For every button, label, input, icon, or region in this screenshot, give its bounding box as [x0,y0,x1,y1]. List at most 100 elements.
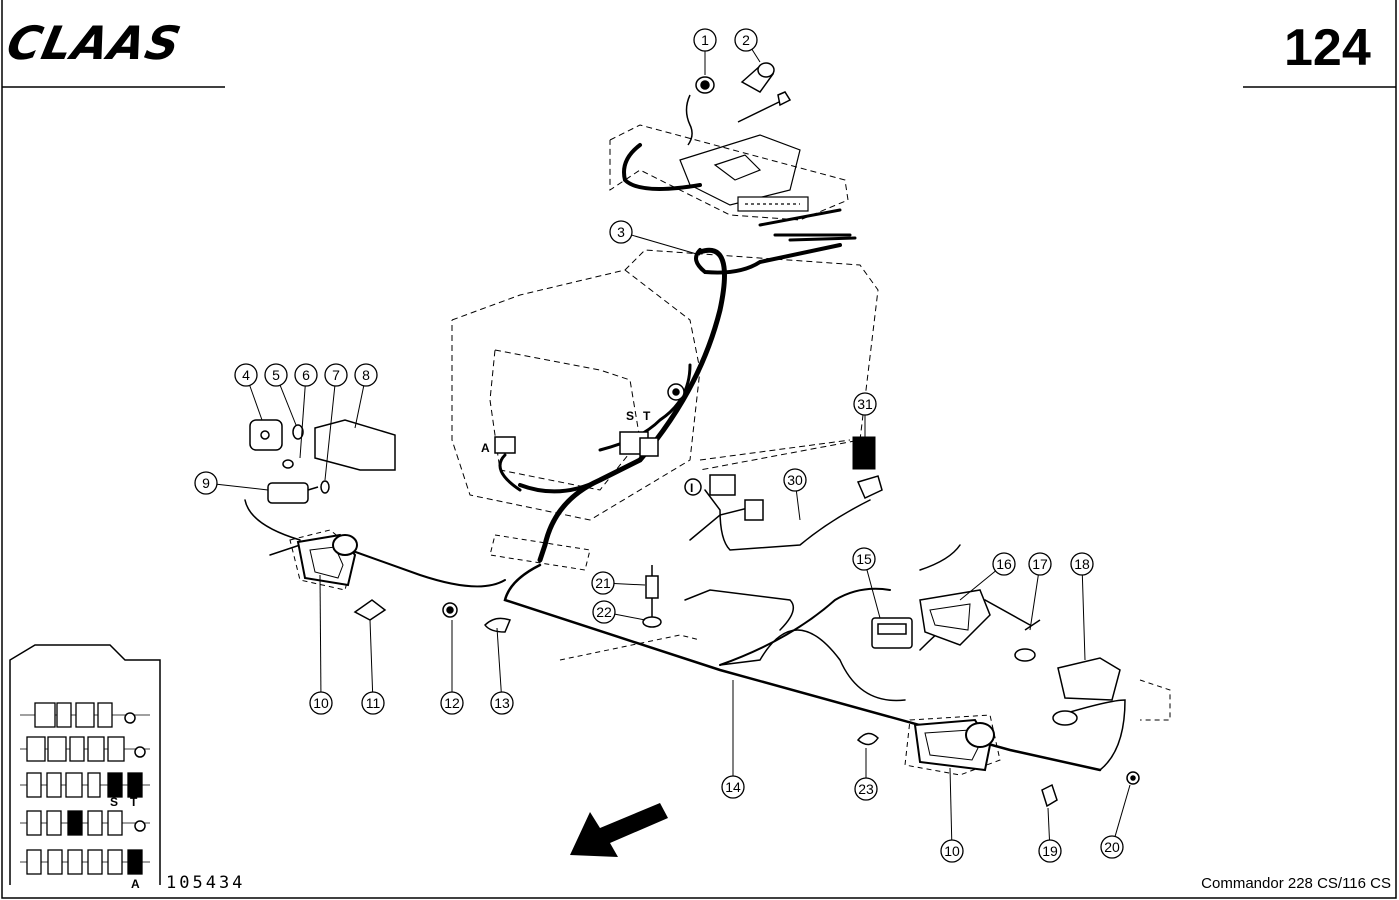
fuse-box-screw [134,746,146,758]
callout-23: 23 [854,748,878,801]
callout-circle [324,363,348,387]
small-parts-row [353,599,512,633]
connector-label-a: A [481,441,490,455]
callout-circle [309,691,333,715]
callout-leader [369,619,374,693]
callout-circle [721,775,745,799]
callout-number: 2 [742,32,750,48]
callout-number: 21 [595,575,611,591]
callout-leader [216,483,269,491]
callout-circle [361,691,385,715]
callout-leader [1047,807,1050,841]
callout-circle [853,392,877,416]
callout-13: 13 [490,627,514,715]
callout-leader [354,385,365,429]
callout-circle [1100,835,1124,859]
callout-number: 13 [494,695,510,711]
callout-10: 10 [940,767,964,863]
fuse-box-screw [134,820,146,832]
callout-11: 11 [361,619,385,715]
fuse [107,736,125,762]
callout-leader [613,583,646,586]
inline-letter-labels: S T A I [481,409,702,496]
callout-number: 22 [596,604,612,620]
fuse [127,849,143,875]
callout-number: 9 [202,475,210,491]
fuse [34,702,56,728]
callout-number: 17 [1032,556,1048,572]
callout-number: 7 [332,367,340,383]
callout-leader [631,234,701,256]
callout-circle [609,220,633,244]
fuse [67,810,83,836]
callout-circle [440,691,464,715]
callout-number: 3 [617,224,625,240]
fuse-label-a: A [131,877,140,891]
fuse [47,736,67,762]
connector-label-i-ring [684,478,702,496]
callout-leader [299,385,306,459]
fuse-box-screw [124,712,136,724]
callout-number: 30 [787,472,803,488]
callout-circle [734,28,758,52]
switch-2-body [737,62,792,123]
fuse [69,736,85,762]
fuse [56,702,72,728]
callout-leader [249,385,263,421]
callout-leader [614,613,646,621]
cab-console-outline [451,124,879,521]
callout-6: 6 [294,363,318,459]
shift-panel [679,134,809,212]
callout-leader [1029,574,1039,631]
callout-leader [496,627,502,693]
parts-cluster-left [249,419,396,504]
fuse [75,702,95,728]
callout-leader [959,570,996,601]
fuse [26,736,46,762]
callout-circle [194,471,218,495]
connector-label-t: T [643,409,651,423]
callout-8: 8 [354,363,378,429]
callout-20: 20 [1100,784,1131,859]
fuse [67,849,83,875]
callout-number: 5 [272,367,280,383]
callout-1: 1 [693,28,717,75]
callout-circle [234,363,258,387]
callout-21: 21 [591,571,646,595]
callout-circle [1028,552,1052,576]
callout-leader [866,569,881,619]
callout-number: 11 [366,695,381,711]
fuse [107,849,123,875]
fuse-label-t: T [130,795,138,809]
fuse [46,772,62,798]
callout-number: 19 [1042,843,1058,859]
callout-30: 30 [783,468,807,521]
direction-arrow [570,803,668,857]
fuse [65,772,83,798]
fuse [87,849,103,875]
callout-number: 15 [856,551,872,567]
callout-circle [852,547,876,571]
callout-leader [1081,574,1086,661]
callout-31: 31 [853,392,877,437]
callout-number: 20 [1104,839,1120,855]
fuse [87,772,101,798]
fuse [107,810,123,836]
callout-19: 19 [1038,807,1062,863]
callout-7: 7 [324,363,348,481]
connector-label-i: I [690,481,693,495]
callout-circle [854,777,878,801]
switch-1-body [685,76,715,146]
fuse [107,772,123,798]
callout-number: 16 [996,556,1012,572]
fuse [87,736,105,762]
page-number: 124 [1284,19,1371,77]
callout-circle [354,363,378,387]
callout-number: 10 [313,695,329,711]
callout-circle [693,28,717,52]
drawing-number: 105434 [166,873,246,893]
callout-number: 31 [857,396,873,412]
callout-circle [783,468,807,492]
